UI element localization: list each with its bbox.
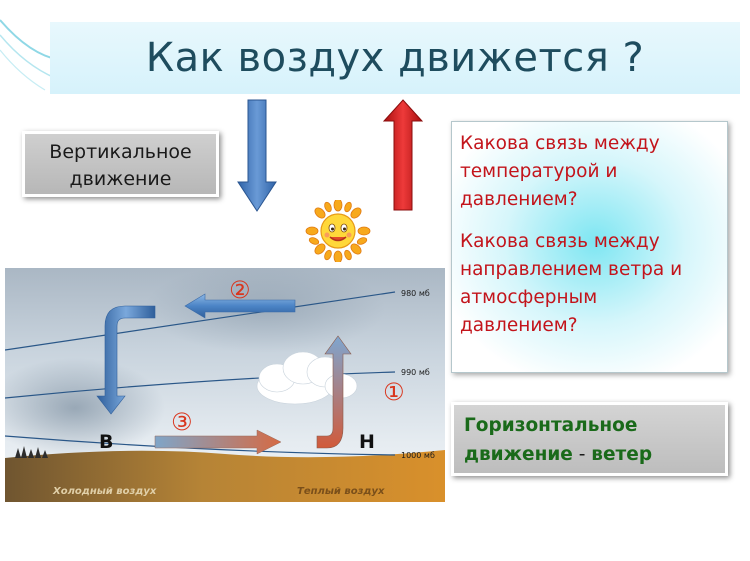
question-2: Какова связь между направлением ветра и … [460, 228, 719, 340]
question-1: Какова связь между температурой и давлен… [460, 130, 719, 214]
marker-3: ③ [171, 408, 193, 436]
horizontal-box-line1: Горизонтальное [464, 415, 638, 436]
question-2-line1: Какова связь между [460, 231, 660, 252]
vertical-box-line1: Вертикальное [49, 141, 192, 163]
isobar-1000: 1000 мб [401, 451, 435, 460]
question-1-line1: Какова связь между [460, 133, 660, 154]
tree-icon [15, 446, 48, 458]
horizontal-box-line2: движение - ветер [464, 440, 715, 469]
sun-icon [305, 200, 371, 262]
page-title: Как воздух движется ? [145, 35, 645, 81]
question-2-line2: направлением ветра и [460, 259, 683, 280]
question-1-line2: температурой и [460, 161, 618, 182]
vertical-movement-box: Вертикальное движение [22, 131, 219, 197]
air-movement-diagram: 980 мб 990 мб 1000 мб ② ① ③ В Н Холодный… [5, 268, 445, 502]
warm-air-label: Теплый воздух [297, 486, 385, 497]
cold-air-label: Холодный воздух [52, 486, 157, 497]
up-arrow-icon [382, 99, 424, 211]
question-1-line3: давлением? [460, 189, 578, 210]
low-pressure-label: Н [359, 431, 375, 453]
horizontal-movement-box: Горизонтальное движение - ветер [451, 402, 728, 476]
horizontal-box-dash: - [572, 444, 592, 465]
question-2-line4: давлением? [460, 315, 578, 336]
vertical-box-line2: движение [69, 168, 172, 190]
isobar-980: 980 мб [401, 289, 430, 298]
isobar-990: 990 мб [401, 368, 430, 377]
horizontal-box-wind: ветер [591, 444, 653, 465]
horizontal-box-word: движение [464, 444, 573, 465]
marker-2: ② [229, 276, 251, 304]
down-arrow-icon [237, 99, 277, 212]
high-pressure-label: В [99, 431, 113, 453]
vertical-arrows [237, 99, 424, 212]
questions-box: Какова связь между температурой и давлен… [451, 121, 728, 373]
marker-1: ① [383, 378, 405, 406]
question-2-line3: атмосферным [460, 287, 598, 308]
title-bar: Как воздух движется ? [50, 22, 740, 94]
